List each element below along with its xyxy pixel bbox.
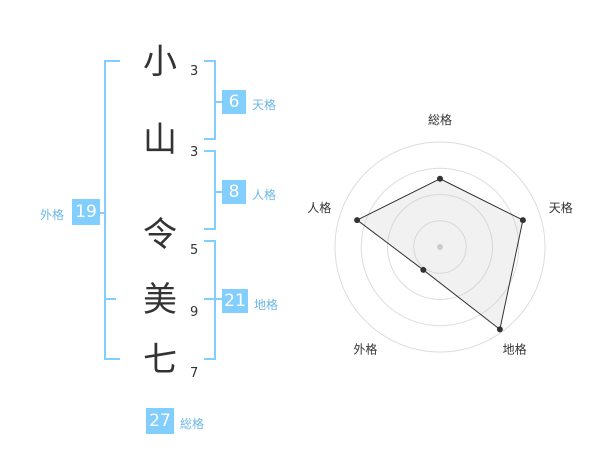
gaikaku-bracket-connector — [96, 212, 104, 214]
jinkaku-bracket-connector — [214, 191, 222, 193]
chikaku-bracket-connector — [204, 298, 222, 300]
tenkaku-bracket-connector — [214, 101, 222, 103]
gaikaku-bracket-top — [104, 60, 120, 62]
jinkaku-bracket-top — [204, 150, 216, 152]
soukaku-label: 総格 — [180, 417, 205, 431]
tenkaku-bracket-bottom — [204, 138, 216, 140]
radar-axis-label-1: 総格 — [428, 112, 452, 127]
radar-axis-label-2: 天格 — [549, 200, 573, 215]
radar-point-5 — [354, 217, 361, 224]
stroke-count-2: 3 — [190, 145, 199, 160]
gaikaku-bracket-bottom — [104, 358, 120, 360]
gaikaku-label: 外格 — [40, 208, 65, 222]
name-char-1: 小 — [143, 42, 177, 82]
radar-ring-3 — [360, 167, 520, 327]
name-char-3: 令 — [143, 215, 177, 255]
chikaku-bracket-bottom — [204, 358, 216, 360]
gaikaku-badge: 19 — [72, 199, 100, 225]
name-char-2: 山 — [143, 120, 177, 160]
radar-axis-label-5: 人格 — [307, 200, 331, 215]
radar-point-3 — [496, 326, 503, 333]
radar-polygon — [356, 178, 524, 331]
soukaku-badge: 27 — [146, 408, 174, 434]
jinkaku-label: 人格 — [252, 188, 277, 202]
tenkaku-badge: 6 — [222, 90, 246, 114]
chikaku-bracket-top — [204, 240, 216, 242]
stroke-count-3: 5 — [190, 243, 199, 258]
chikaku-label: 地格 — [254, 298, 279, 312]
radar-point-2 — [519, 217, 526, 224]
gaikaku-bracket-vertical — [104, 60, 106, 360]
radar-axis-label-3: 地格 — [503, 342, 527, 357]
jinkaku-bracket-vertical — [214, 150, 216, 230]
radar-ring-4 — [334, 141, 546, 353]
jinkaku-badge: 8 — [222, 180, 246, 204]
radar-ring-1 — [413, 220, 467, 274]
gaikaku-bracket-mid — [104, 298, 116, 300]
radar-point-1 — [437, 175, 443, 182]
tenkaku-bracket-top — [204, 60, 216, 62]
tenkaku-label: 天格 — [252, 98, 277, 112]
tenkaku-bracket-vertical — [214, 60, 216, 140]
stroke-count-5: 7 — [190, 366, 199, 381]
chikaku-badge: 21 — [222, 289, 248, 313]
name-char-4: 美 — [143, 280, 177, 320]
stroke-count-1: 3 — [190, 64, 199, 79]
chikaku-bracket-vertical — [214, 240, 216, 360]
radar-ring-2 — [387, 194, 493, 300]
radar-point-4 — [420, 266, 427, 273]
radar-axis-label-4: 外格 — [353, 342, 377, 357]
stroke-count-4: 9 — [190, 305, 199, 320]
radar-center — [437, 244, 443, 250]
jinkaku-bracket-bottom — [204, 228, 216, 230]
name-char-5: 七 — [143, 340, 177, 380]
